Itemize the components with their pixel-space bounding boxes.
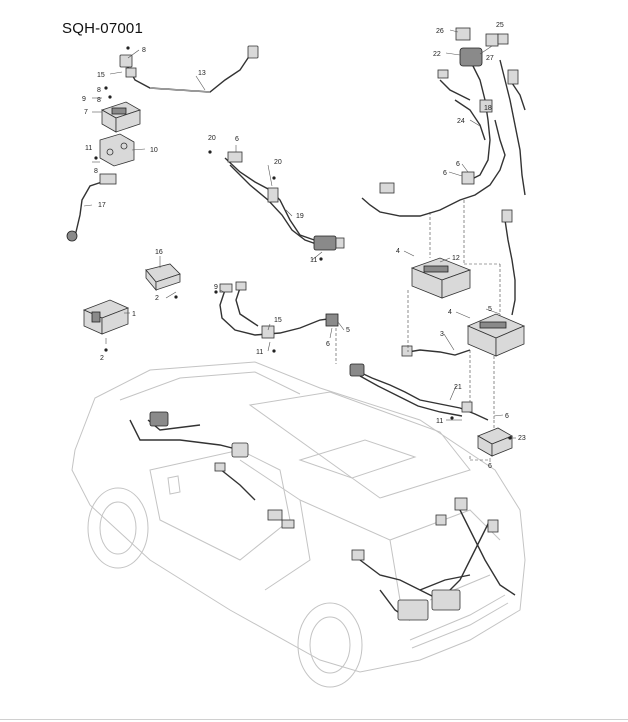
- vehicle-harness: [129, 411, 516, 621]
- callout: 6: [235, 136, 239, 143]
- harness-17: [66, 173, 117, 242]
- module-23: [477, 427, 513, 457]
- callout: 6: [443, 170, 447, 177]
- callout: 11: [310, 257, 317, 264]
- callout: 16: [155, 249, 163, 256]
- harness-13: [119, 45, 259, 93]
- callout: 8: [94, 168, 98, 175]
- harness-19: [224, 151, 345, 251]
- callout: 2: [155, 295, 159, 302]
- callout: 9: [82, 96, 86, 103]
- callout: 3: [440, 331, 444, 338]
- callout: 5: [488, 306, 492, 313]
- callout: 7: [84, 109, 88, 116]
- callout: 20: [208, 135, 216, 142]
- bracket-10: [99, 133, 135, 167]
- callout: 10: [150, 147, 158, 154]
- module-3-assembly: [401, 209, 526, 357]
- callout: 25: [496, 22, 504, 29]
- callout: 5: [346, 327, 350, 334]
- callout: 18: [484, 105, 492, 112]
- callout-labels: 8 15 13 8 9 8 7 10 11 8 17 20 6 20 19 11…: [82, 22, 526, 470]
- callout: 8: [97, 97, 101, 104]
- callout: 2: [100, 355, 104, 362]
- callout: 11: [436, 418, 443, 425]
- callout: 22: [433, 51, 441, 58]
- callout: 13: [198, 70, 206, 77]
- callout: 21: [454, 384, 462, 391]
- harness-24: [361, 27, 526, 217]
- callout: 24: [457, 118, 465, 125]
- callout: 4: [448, 309, 452, 316]
- callout: 17: [98, 202, 106, 209]
- callout: 27: [486, 55, 494, 62]
- lamp-16: [145, 263, 181, 292]
- harness-21: [349, 363, 489, 421]
- bottom-divider: [0, 719, 628, 720]
- ecu-1: [82, 299, 130, 335]
- module-7: [101, 101, 141, 133]
- vehicle-outline: [71, 361, 526, 688]
- callout: 6: [488, 463, 492, 470]
- callout: 6: [326, 341, 330, 348]
- callout: 6: [456, 161, 460, 168]
- callout: 26: [436, 28, 444, 35]
- callout: 23: [518, 435, 526, 442]
- connection-dashes: [335, 200, 501, 461]
- callout: 8: [142, 47, 146, 54]
- callout: 15: [97, 72, 105, 79]
- callout: 8: [97, 87, 101, 94]
- callout: 19: [296, 213, 304, 220]
- callout: 11: [256, 349, 263, 356]
- module-12: [410, 257, 472, 299]
- callout: 20: [274, 159, 282, 166]
- callout: 9: [214, 284, 218, 291]
- diagram-code: SQH-07001: [62, 20, 144, 37]
- callout: 4: [396, 248, 400, 255]
- callout: 12: [452, 255, 460, 262]
- harness-15: [219, 281, 339, 339]
- callout: 1: [132, 311, 136, 318]
- callout: 11: [85, 145, 92, 152]
- callout: 15: [274, 317, 282, 324]
- callout: 6: [505, 413, 509, 420]
- fastener-dots: [94, 46, 512, 440]
